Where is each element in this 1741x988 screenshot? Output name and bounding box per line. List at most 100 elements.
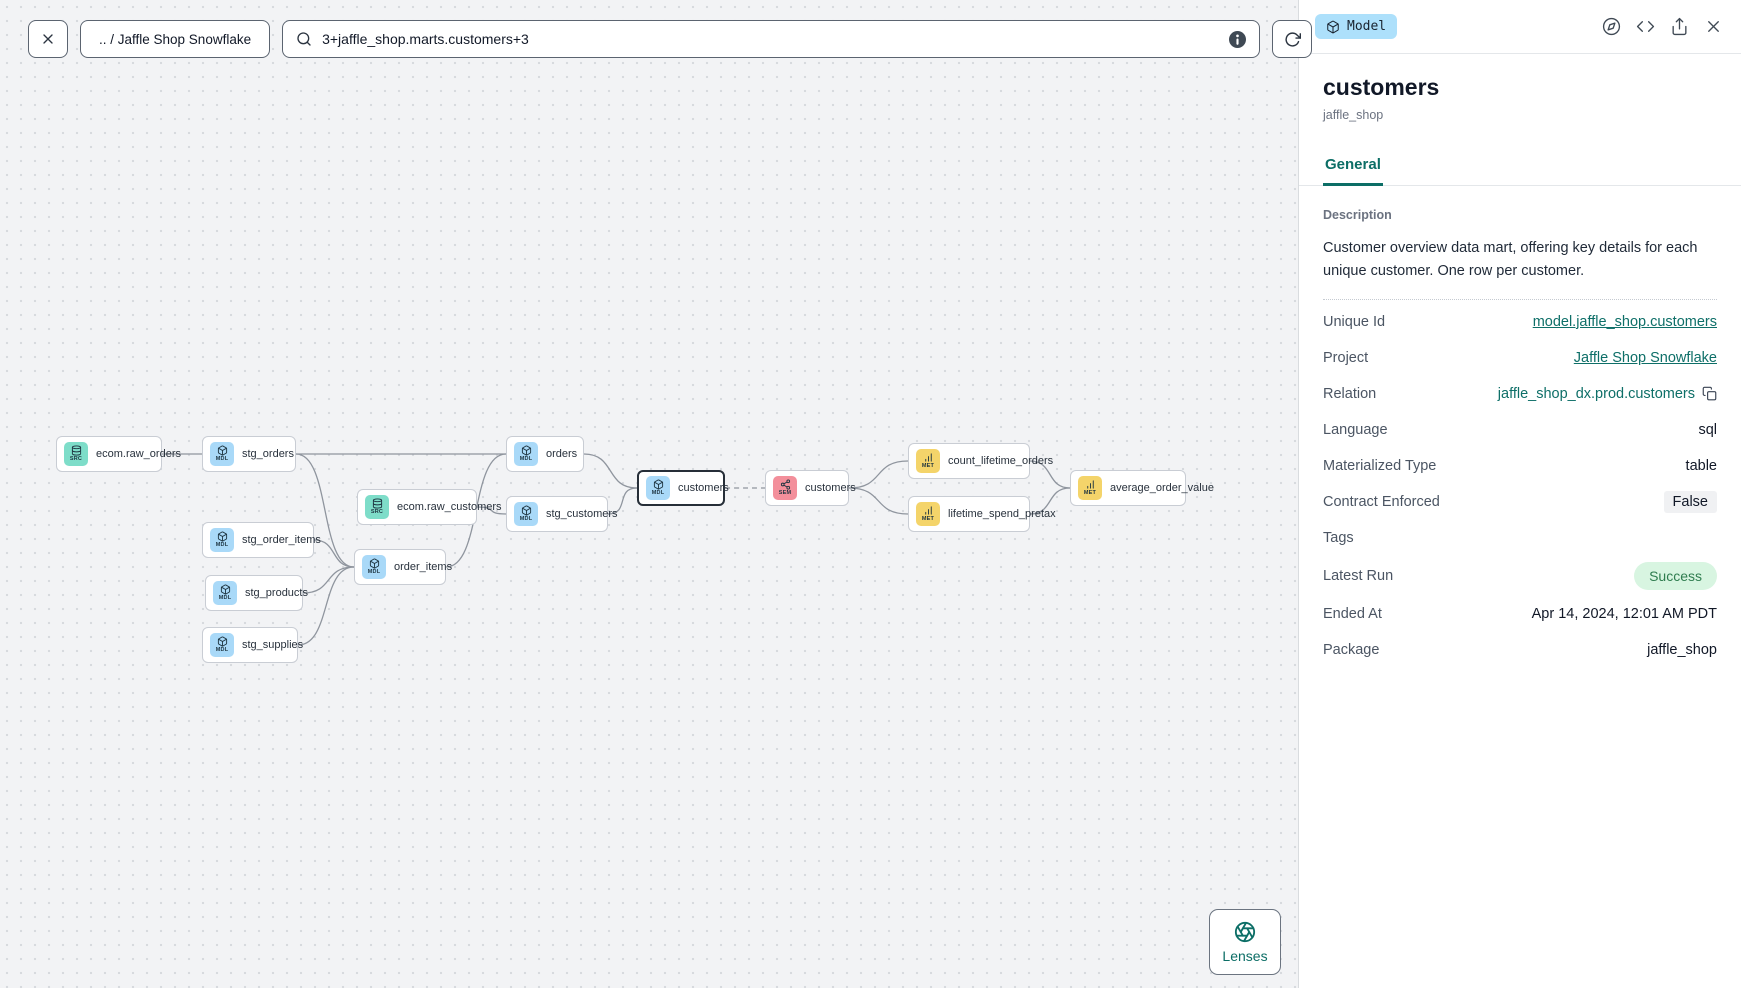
edge-lifetime_spend_pretax-to-average_order_value [1029, 487, 1071, 515]
field-value-link[interactable]: jaffle_shop_dx.prod.customers [1497, 385, 1695, 402]
field-value: False [1663, 490, 1717, 513]
breadcrumb[interactable]: .. / Jaffle Shop Snowflake [80, 20, 271, 58]
compass-icon [1602, 17, 1621, 36]
divider [1323, 298, 1717, 300]
field-value-link[interactable]: model.jaffle_shop.customers [1532, 313, 1717, 330]
semantic-model-icon: SEM [773, 476, 797, 500]
edge-count_lifetime_orders-to-average_order_value [1029, 460, 1071, 489]
model-icon: MDL [362, 555, 386, 579]
copy-icon[interactable] [1702, 386, 1717, 401]
edge-orders-to-customers [583, 453, 638, 489]
node-label: stg_order_items [242, 534, 321, 546]
search-icon [297, 32, 311, 46]
metric-icon: MET [916, 449, 940, 473]
field-label: Latest Run [1323, 567, 1394, 584]
close-lineage-button[interactable] [28, 20, 68, 58]
model-icon: MDL [514, 442, 538, 466]
field-value: Apr 14, 2024, 12:01 AM PDT [1531, 605, 1717, 622]
lens-aperture-icon [1234, 921, 1256, 942]
edge-ecom_raw_customers-to-stg_customers [476, 506, 507, 515]
edge-stg_order_items-to-order_items [313, 539, 355, 568]
lenses-label: Lenses [1222, 947, 1268, 964]
lineage-search[interactable] [282, 20, 1261, 58]
tab-general[interactable]: General [1323, 148, 1383, 186]
node-label: order_items [394, 561, 453, 573]
panel-body[interactable]: Description Customer overview data mart,… [1299, 186, 1741, 988]
graph-node-stg_supplies[interactable]: MDL stg_supplies [202, 627, 303, 663]
field-label: Tags [1323, 529, 1354, 546]
field-row-contract-enforced: Contract Enforced False [1323, 487, 1717, 517]
field-value: table [1685, 457, 1717, 474]
metric-icon: MET [1078, 476, 1102, 500]
node-label: ecom.raw_customers [397, 501, 502, 513]
view-code-button[interactable] [1636, 17, 1655, 36]
graph-node-average_order_value[interactable]: MET average_order_value [1070, 470, 1214, 506]
graph-node-stg_order_items[interactable]: MDL stg_order_items [202, 522, 321, 558]
close-panel-button[interactable] [1704, 17, 1723, 36]
field-label: Materialized Type [1323, 457, 1437, 474]
node-label: customers [805, 482, 856, 494]
field-row-latest-run: Latest Run Success [1323, 559, 1717, 593]
metric-icon: MET [916, 502, 940, 526]
field-value: jaffle_shop [1647, 641, 1717, 658]
edge-stg_orders-to-order_items [295, 453, 355, 568]
graph-node-ecom_raw_customers[interactable]: SRC ecom.raw_customers [357, 489, 502, 525]
node-label: ecom.raw_orders [96, 448, 181, 460]
model-icon: MDL [210, 528, 234, 552]
graph-node-order_items[interactable]: MDL order_items [354, 549, 452, 585]
refresh-icon [1285, 31, 1301, 47]
field-value-link[interactable]: Jaffle Shop Snowflake [1573, 349, 1717, 366]
field-label: Contract Enforced [1323, 493, 1440, 510]
lineage-edges [161, 453, 1071, 646]
field-value: jaffle_shop_dx.prod.customers [1498, 386, 1717, 402]
refresh-lineage-button[interactable] [1272, 20, 1313, 58]
info-icon[interactable] [1229, 30, 1247, 48]
field-value: Jaffle Shop Snowflake [1574, 350, 1717, 366]
field-value: sql [1698, 421, 1717, 438]
edge-stg_customers-to-customers [607, 487, 638, 515]
explore-button[interactable] [1602, 17, 1621, 36]
status-badge: Success [1634, 561, 1717, 590]
model-cube-icon [1327, 20, 1339, 33]
field-row-materialized-type: Materialized Type table [1323, 451, 1717, 481]
edge-stg_products-to-order_items [302, 566, 355, 594]
node-label: stg_supplies [242, 639, 304, 651]
field-label: Relation [1323, 385, 1377, 402]
model-icon: MDL [514, 502, 538, 526]
lineage-toolbar: .. / Jaffle Shop Snowflake [28, 20, 1313, 58]
node-label: average_order_value [1110, 482, 1214, 494]
share-button[interactable] [1670, 17, 1689, 36]
field-value: model.jaffle_shop.customers [1533, 314, 1717, 330]
model-icon: MDL [213, 581, 237, 605]
graph-node-ecom_raw_orders[interactable]: SRC ecom.raw_orders [56, 436, 181, 472]
model-icon: MDL [210, 633, 234, 657]
source-icon: SRC [64, 442, 88, 466]
graph-node-stg_customers[interactable]: MDL stg_customers [506, 496, 618, 532]
panel-header: Model [1299, 0, 1741, 54]
node-label: customers [678, 482, 729, 494]
panel-subtitle: jaffle_shop [1323, 108, 1384, 122]
source-icon: SRC [365, 495, 389, 519]
description-label: Description [1323, 208, 1392, 222]
details-panel: Model [1298, 0, 1741, 988]
graph-node-customers_sem[interactable]: SEM customers [765, 470, 856, 506]
node-label: stg_customers [546, 508, 618, 520]
model-icon: MDL [646, 476, 670, 500]
search-input[interactable] [322, 31, 1220, 47]
edge-customers_sem-to-lifetime_spend_pretax [848, 487, 909, 515]
graph-node-customers[interactable]: MDL customers [637, 470, 729, 506]
value-badge: False [1663, 490, 1717, 513]
lenses-button[interactable]: Lenses [1209, 909, 1281, 975]
field-row-relation: Relation jaffle_shop_dx.prod.customers [1323, 379, 1717, 409]
